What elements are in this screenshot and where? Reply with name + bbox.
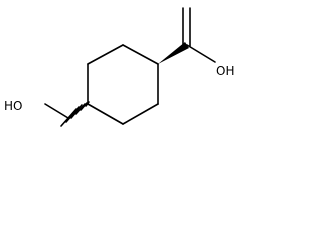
c-oh-bond bbox=[186, 44, 216, 63]
hash-5 bbox=[65, 106, 80, 123]
hash-4 bbox=[70, 104, 83, 119]
ring-bond-4 bbox=[87, 103, 124, 125]
hydroxymethyl-group: HO bbox=[4, 99, 69, 119]
wedge-bond bbox=[158, 42, 189, 64]
hydroxymethyl-ho-label: HO bbox=[4, 99, 22, 113]
hash-2 bbox=[80, 102, 88, 111]
ring-bond-6 bbox=[87, 44, 124, 65]
ring-bond-3 bbox=[122, 103, 159, 125]
hash-1 bbox=[85, 101, 90, 107]
ring-bond-1 bbox=[122, 44, 159, 65]
hash-3 bbox=[75, 103, 86, 115]
cyclohexane-ring bbox=[87, 44, 159, 125]
carboxyl-group: OH bbox=[182, 7, 234, 78]
ch2-o-bond bbox=[44, 103, 69, 119]
carboxyl-oh-label: OH bbox=[216, 64, 234, 78]
hashed-wedge-bond bbox=[60, 101, 90, 127]
chemical-structure: OH HO bbox=[4, 7, 234, 127]
